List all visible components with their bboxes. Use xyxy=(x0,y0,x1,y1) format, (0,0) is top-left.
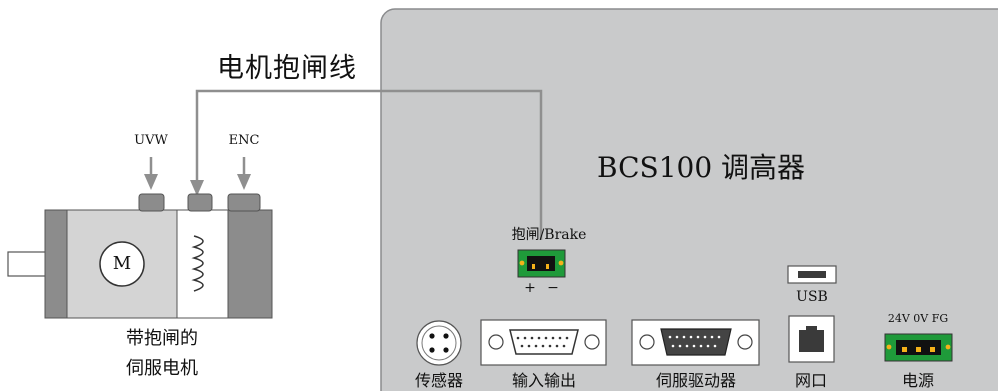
brake-coil-icon xyxy=(191,235,204,292)
brake-port[interactable] xyxy=(517,249,566,278)
io-port[interactable] xyxy=(480,319,607,366)
enc-arrow-icon xyxy=(237,174,251,190)
motor-flange xyxy=(44,209,68,319)
power-port[interactable] xyxy=(884,333,953,362)
controller-title: BCS100 调高器 xyxy=(597,151,806,184)
motor-symbol-circle xyxy=(99,241,145,287)
sensor-port-label: 传感器 xyxy=(414,371,464,390)
sensor-port[interactable] xyxy=(416,320,462,366)
ethernet-port-label: 网口 xyxy=(794,371,828,390)
controller-panel xyxy=(380,8,998,391)
enc-label: ENC xyxy=(228,133,260,148)
uvw-label: UVW xyxy=(134,133,168,148)
servo-driver-port[interactable] xyxy=(631,319,760,366)
ethernet-port[interactable] xyxy=(788,315,835,363)
brake-cable-arrow-icon xyxy=(190,180,204,196)
power-pins-label: 24V 0V FG xyxy=(887,312,949,325)
brake-minus-label: − xyxy=(547,280,559,296)
motor-caption-line1: 带抱闸的 xyxy=(126,328,198,349)
enc-connector xyxy=(227,193,261,212)
motor-caption-line2: 伺服电机 xyxy=(126,358,198,379)
motor-shaft xyxy=(7,251,49,277)
uvw-connector xyxy=(138,193,165,212)
io-port-label: 输入输出 xyxy=(511,371,577,390)
power-port-label: 电源 xyxy=(901,371,935,390)
cable-label: 电机抱闸线 xyxy=(217,53,357,84)
uvw-arrow-icon xyxy=(144,174,158,190)
servo-driver-port-label: 伺服驱动器 xyxy=(655,371,737,390)
motor-symbol-label: M xyxy=(112,253,132,274)
brake-plus-label: + xyxy=(524,280,536,296)
brake-port-label: 抱闸/Brake xyxy=(511,227,587,243)
brake-connector xyxy=(187,193,213,212)
brake-cable xyxy=(195,89,543,240)
usb-port[interactable] xyxy=(787,265,837,284)
usb-label: USB xyxy=(796,289,828,305)
encoder-section xyxy=(227,209,273,319)
servo-motor xyxy=(7,193,273,319)
